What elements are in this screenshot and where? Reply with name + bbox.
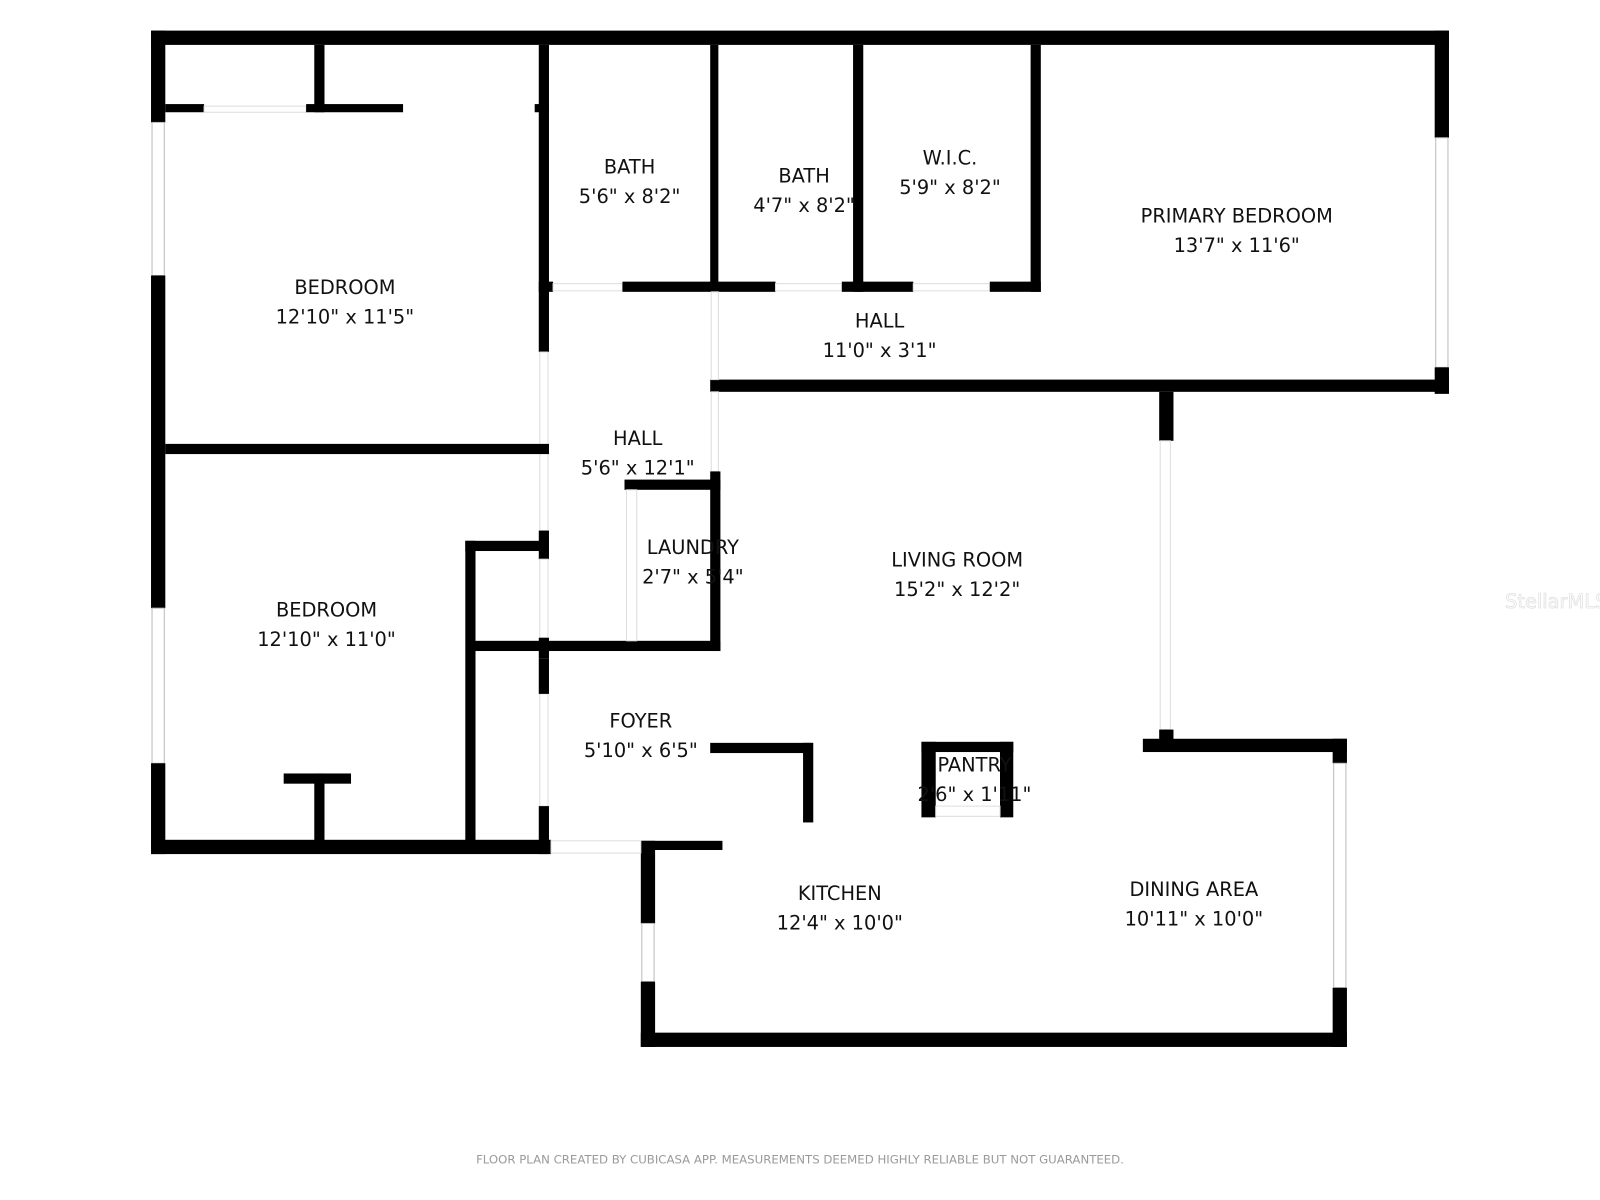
footer-disclaimer: FLOOR PLAN CREATED BY CUBICASA APP. MEAS… <box>476 1152 1124 1166</box>
window <box>1333 762 1347 989</box>
room-bath-2: BATH 4'7" x 8'2" <box>753 165 855 218</box>
room-dimensions: 4'7" x 8'2" <box>753 194 855 217</box>
room-dining-area: DINING AREA 10'11" x 10'0" <box>1125 878 1264 931</box>
room-hall-2: HALL 5'6" x 12'1" <box>581 427 695 480</box>
room-name: BEDROOM <box>294 276 395 299</box>
room-name: PRIMARY BEDROOM <box>1141 204 1333 227</box>
room-dimensions: 5'9" x 8'2" <box>899 176 1001 199</box>
room-name: PANTRY <box>937 753 1011 776</box>
room-dimensions: 5'10" x 6'5" <box>584 739 698 762</box>
room-name: LIVING ROOM <box>891 548 1023 571</box>
room-bath-1: BATH 5'6" x 8'2" <box>579 155 681 208</box>
room-name: HALL <box>613 427 663 450</box>
room-name: KITCHEN <box>798 882 882 905</box>
room-dimensions: 5'6" x 12'1" <box>581 456 695 479</box>
room-bedroom-1: BEDROOM 12'10" x 11'5" <box>276 276 415 329</box>
room-dimensions: 12'4" x 10'0" <box>777 912 903 935</box>
room-foyer: FOYER 5'10" x 6'5" <box>584 710 698 763</box>
room-name: W.I.C. <box>923 146 978 169</box>
room-hall-1: HALL 11'0" x 3'1" <box>823 310 937 363</box>
room-name: BATH <box>604 155 655 178</box>
walls <box>151 30 1449 1047</box>
window <box>641 922 655 983</box>
room-name: BATH <box>778 165 829 188</box>
room-dimensions: 10'11" x 10'0" <box>1125 908 1264 931</box>
room-name: HALL <box>855 310 905 333</box>
room-primary-bedroom: PRIMARY BEDROOM 13'7" x 11'6" <box>1141 204 1333 257</box>
room-bedroom-2: BEDROOM 12'10" x 11'0" <box>257 598 396 651</box>
room-dimensions: 2'7" x 5'4" <box>642 566 744 589</box>
room-dimensions: 5'6" x 8'2" <box>579 185 681 208</box>
watermark: StellarMLS <box>1505 590 1600 613</box>
room-labels: BEDROOM 12'10" x 11'5" BATH 5'6" x 8'2" BA… <box>257 146 1333 934</box>
room-dimensions: 12'10" x 11'0" <box>257 628 396 651</box>
room-name: LAUNDRY <box>647 536 739 559</box>
room-kitchen: KITCHEN 12'4" x 10'0" <box>777 882 903 935</box>
window <box>1435 137 1449 368</box>
room-dimensions: 13'7" x 11'6" <box>1174 234 1300 257</box>
window <box>151 607 165 764</box>
room-name: FOYER <box>609 710 672 733</box>
room-pantry: PANTRY 2'6" x 1'11" <box>918 753 1032 806</box>
room-wic: W.I.C. 5'9" x 8'2" <box>899 146 1001 199</box>
room-dimensions: 15'2" x 12'2" <box>894 578 1020 601</box>
window <box>151 121 165 277</box>
room-dimensions: 11'0" x 3'1" <box>823 339 937 362</box>
room-laundry: LAUNDRY 2'7" x 5'4" <box>642 536 744 589</box>
room-dimensions: 2'6" x 1'11" <box>918 783 1032 806</box>
room-name: DINING AREA <box>1130 878 1259 901</box>
room-dimensions: 12'10" x 11'5" <box>276 305 415 328</box>
room-name: BEDROOM <box>276 598 377 621</box>
room-living-room: LIVING ROOM 15'2" x 12'2" <box>891 548 1023 601</box>
